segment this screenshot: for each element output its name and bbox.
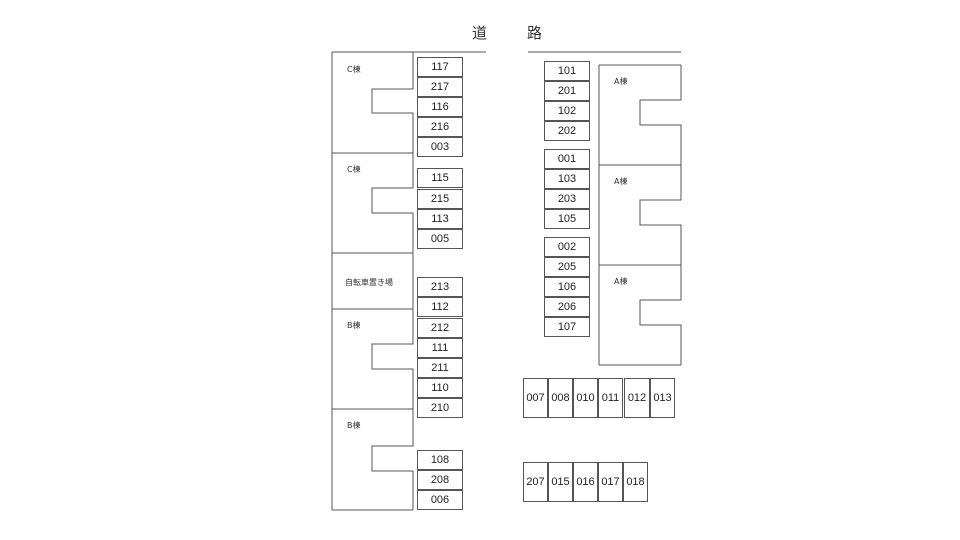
parking-slot[interactable]: 210 xyxy=(417,398,463,418)
parking-slot[interactable]: 116 xyxy=(417,97,463,117)
parking-slot[interactable]: 203 xyxy=(544,189,590,209)
building-c-label: C棟 xyxy=(347,65,361,74)
parking-slot[interactable]: 213 xyxy=(417,277,463,297)
parking-slot[interactable]: 015 xyxy=(548,462,573,502)
parking-slot[interactable]: 016 xyxy=(573,462,598,502)
parking-slot[interactable]: 201 xyxy=(544,81,590,101)
parking-slot[interactable]: 117 xyxy=(417,57,463,77)
parking-slot[interactable]: 206 xyxy=(544,297,590,317)
parking-slot[interactable]: 205 xyxy=(544,257,590,277)
parking-slot[interactable]: 013 xyxy=(650,378,675,418)
parking-slot[interactable]: 102 xyxy=(544,101,590,121)
building-a-label: A棟 xyxy=(614,277,628,286)
parking-slot[interactable]: 211 xyxy=(417,358,463,378)
parking-slot[interactable]: 111 xyxy=(417,338,463,358)
parking-slot[interactable]: 212 xyxy=(417,318,463,338)
parking-slot[interactable]: 002 xyxy=(544,237,590,257)
parking-slot[interactable]: 017 xyxy=(598,462,623,502)
parking-slot[interactable]: 003 xyxy=(417,137,463,157)
parking-slot[interactable]: 005 xyxy=(417,229,463,249)
parking-slot[interactable]: 113 xyxy=(417,209,463,229)
road-label-char1: 道 xyxy=(472,24,488,42)
parking-slot[interactable]: 110 xyxy=(417,378,463,398)
building-b-label: B棟 xyxy=(347,321,361,330)
parking-slot[interactable]: 001 xyxy=(544,149,590,169)
building-c-label: C棟 xyxy=(347,165,361,174)
building-a-label: A棟 xyxy=(614,177,628,186)
parking-slot[interactable]: 008 xyxy=(548,378,573,418)
parking-slot[interactable]: 202 xyxy=(544,121,590,141)
parking-slot[interactable]: 011 xyxy=(598,378,623,418)
parking-slot[interactable]: 018 xyxy=(623,462,648,502)
parking-slot[interactable]: 108 xyxy=(417,450,463,470)
building-a-label: A棟 xyxy=(614,77,628,86)
parking-slot[interactable]: 106 xyxy=(544,277,590,297)
parking-slot[interactable]: 103 xyxy=(544,169,590,189)
parking-slot[interactable]: 115 xyxy=(417,168,463,188)
parking-slot[interactable]: 012 xyxy=(624,378,650,418)
parking-slot[interactable]: 208 xyxy=(417,470,463,490)
parking-slot[interactable]: 007 xyxy=(523,378,548,418)
parking-slot[interactable]: 105 xyxy=(544,209,590,229)
parking-slot[interactable]: 215 xyxy=(417,189,463,209)
building-b-label: B棟 xyxy=(347,421,361,430)
parking-slot[interactable]: 217 xyxy=(417,77,463,97)
parking-slot[interactable]: 101 xyxy=(544,61,590,81)
parking-slot[interactable]: 107 xyxy=(544,317,590,337)
bicycle-parking-label: 自転車置き場 xyxy=(345,278,393,287)
parking-slot[interactable]: 010 xyxy=(573,378,598,418)
parking-slot[interactable]: 216 xyxy=(417,117,463,137)
parking-slot[interactable]: 112 xyxy=(417,297,463,317)
parking-slot[interactable]: 006 xyxy=(417,490,463,510)
parking-slot[interactable]: 207 xyxy=(523,462,548,502)
road-label-char2: 路 xyxy=(527,24,543,42)
